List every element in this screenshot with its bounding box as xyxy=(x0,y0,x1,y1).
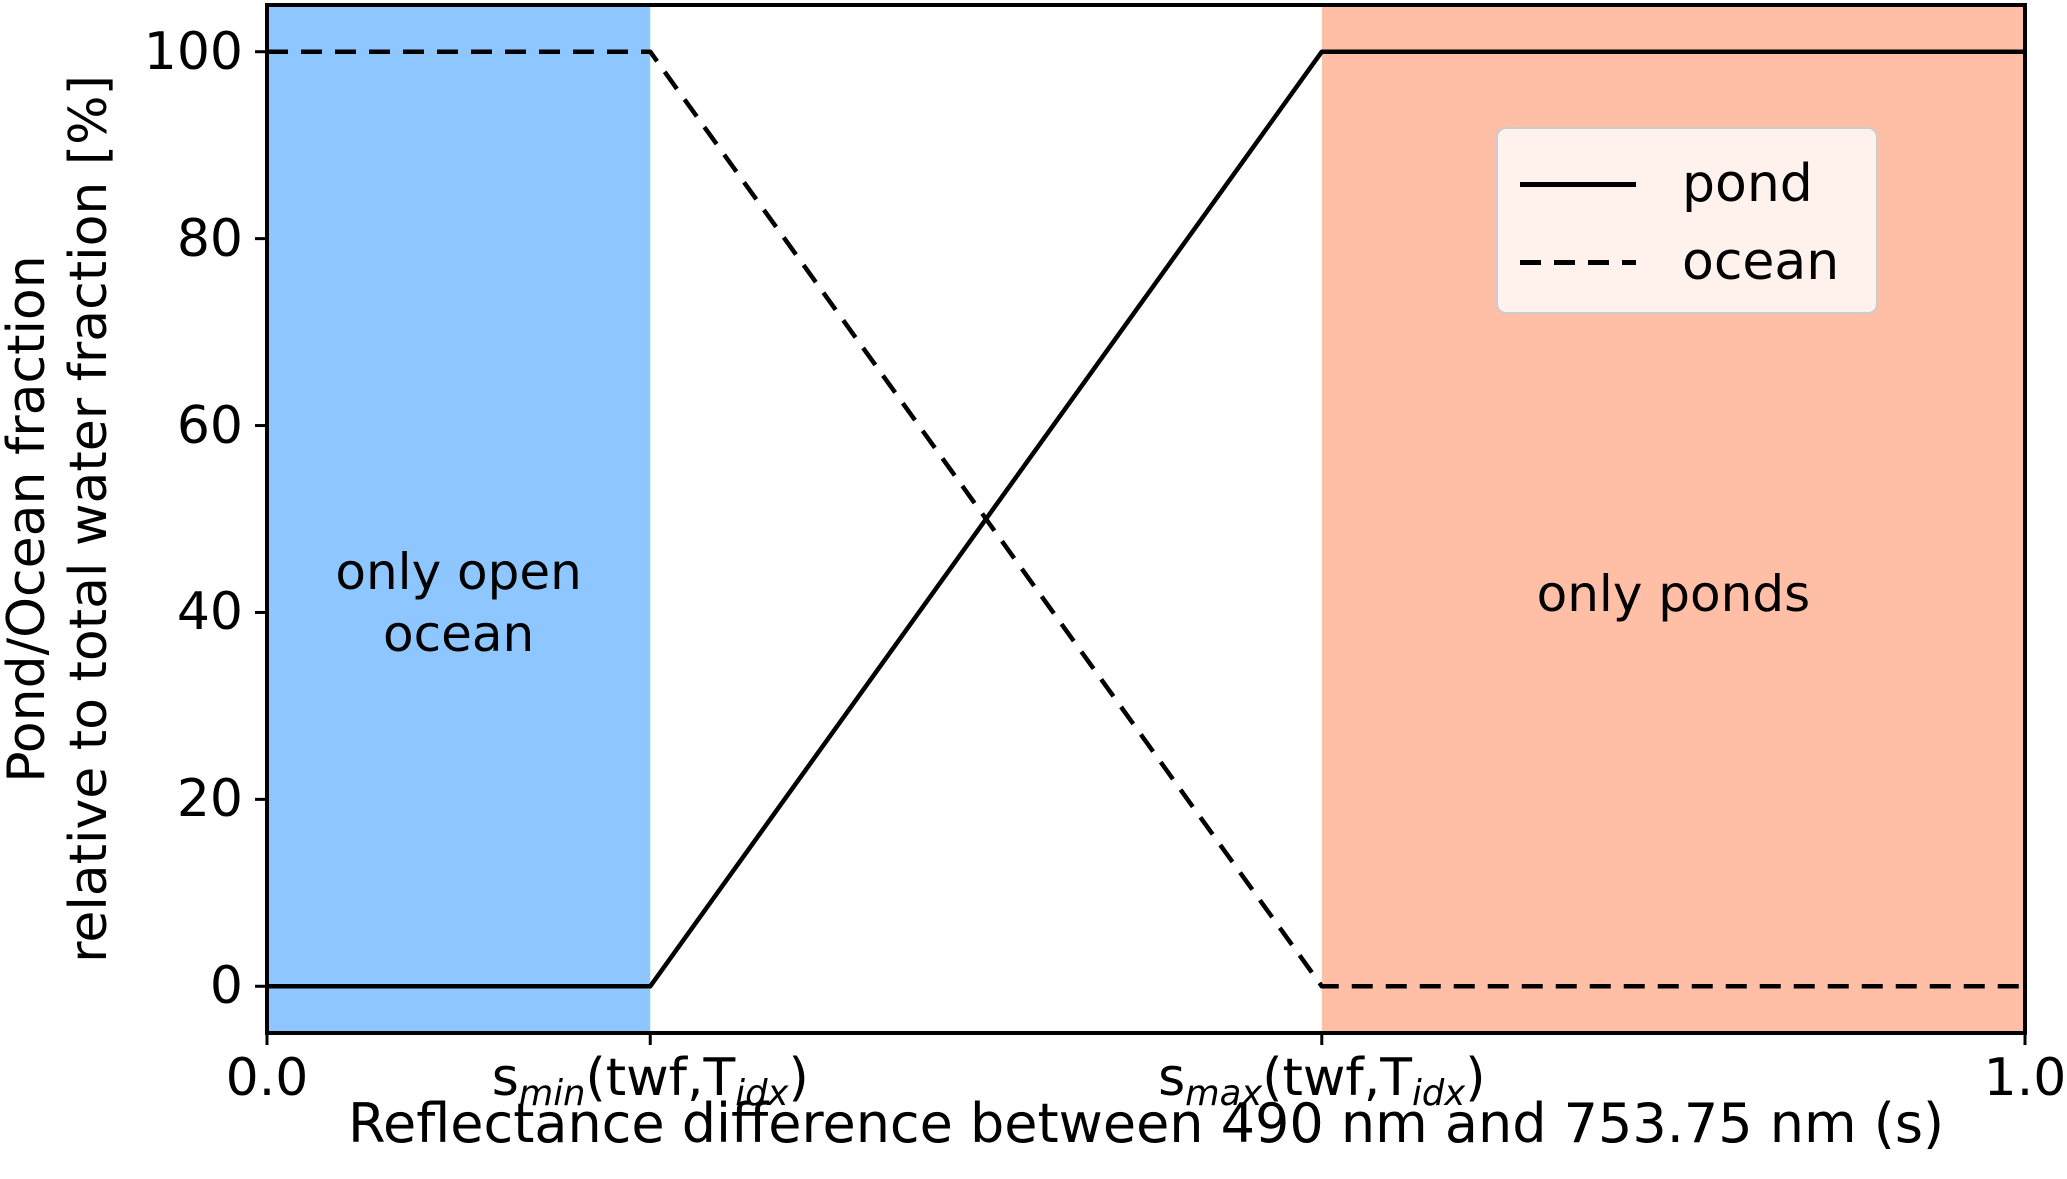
legend-line-sample-solid xyxy=(1520,181,1636,187)
ocean-line xyxy=(267,49,2025,989)
legend-row-pond: pond xyxy=(1520,153,1854,215)
x-tick-label: 0.0 xyxy=(225,1048,309,1108)
legend-label: pond xyxy=(1682,154,1813,214)
legend-row-ocean: ocean xyxy=(1520,231,1854,293)
axis-spines xyxy=(265,3,2027,1035)
y-tick-label: 100 xyxy=(143,21,243,82)
y-tick-label: 20 xyxy=(176,769,243,830)
x-axis-label: Reflectance difference between 490 nm an… xyxy=(347,1092,1945,1155)
y-tick-label: 60 xyxy=(176,395,243,456)
region-rect-only-open-ocean xyxy=(267,5,651,1033)
legend: pond ocean xyxy=(1496,127,1878,314)
region-label-only-ponds: only ponds xyxy=(1536,564,1811,623)
y-tick-label: 0 xyxy=(209,956,243,1017)
x-tick-label: smin(twf,Tidx) xyxy=(491,1048,809,1114)
x-tick-label: smax(twf,Tidx) xyxy=(1158,1048,1486,1114)
legend-line-sample-dashed xyxy=(1520,259,1636,265)
y-tick-label: 80 xyxy=(176,208,243,269)
legend-label: ocean xyxy=(1682,232,1840,292)
y-tick-label: 40 xyxy=(176,582,243,643)
x-tick-label: 1.0 xyxy=(1983,1048,2067,1108)
